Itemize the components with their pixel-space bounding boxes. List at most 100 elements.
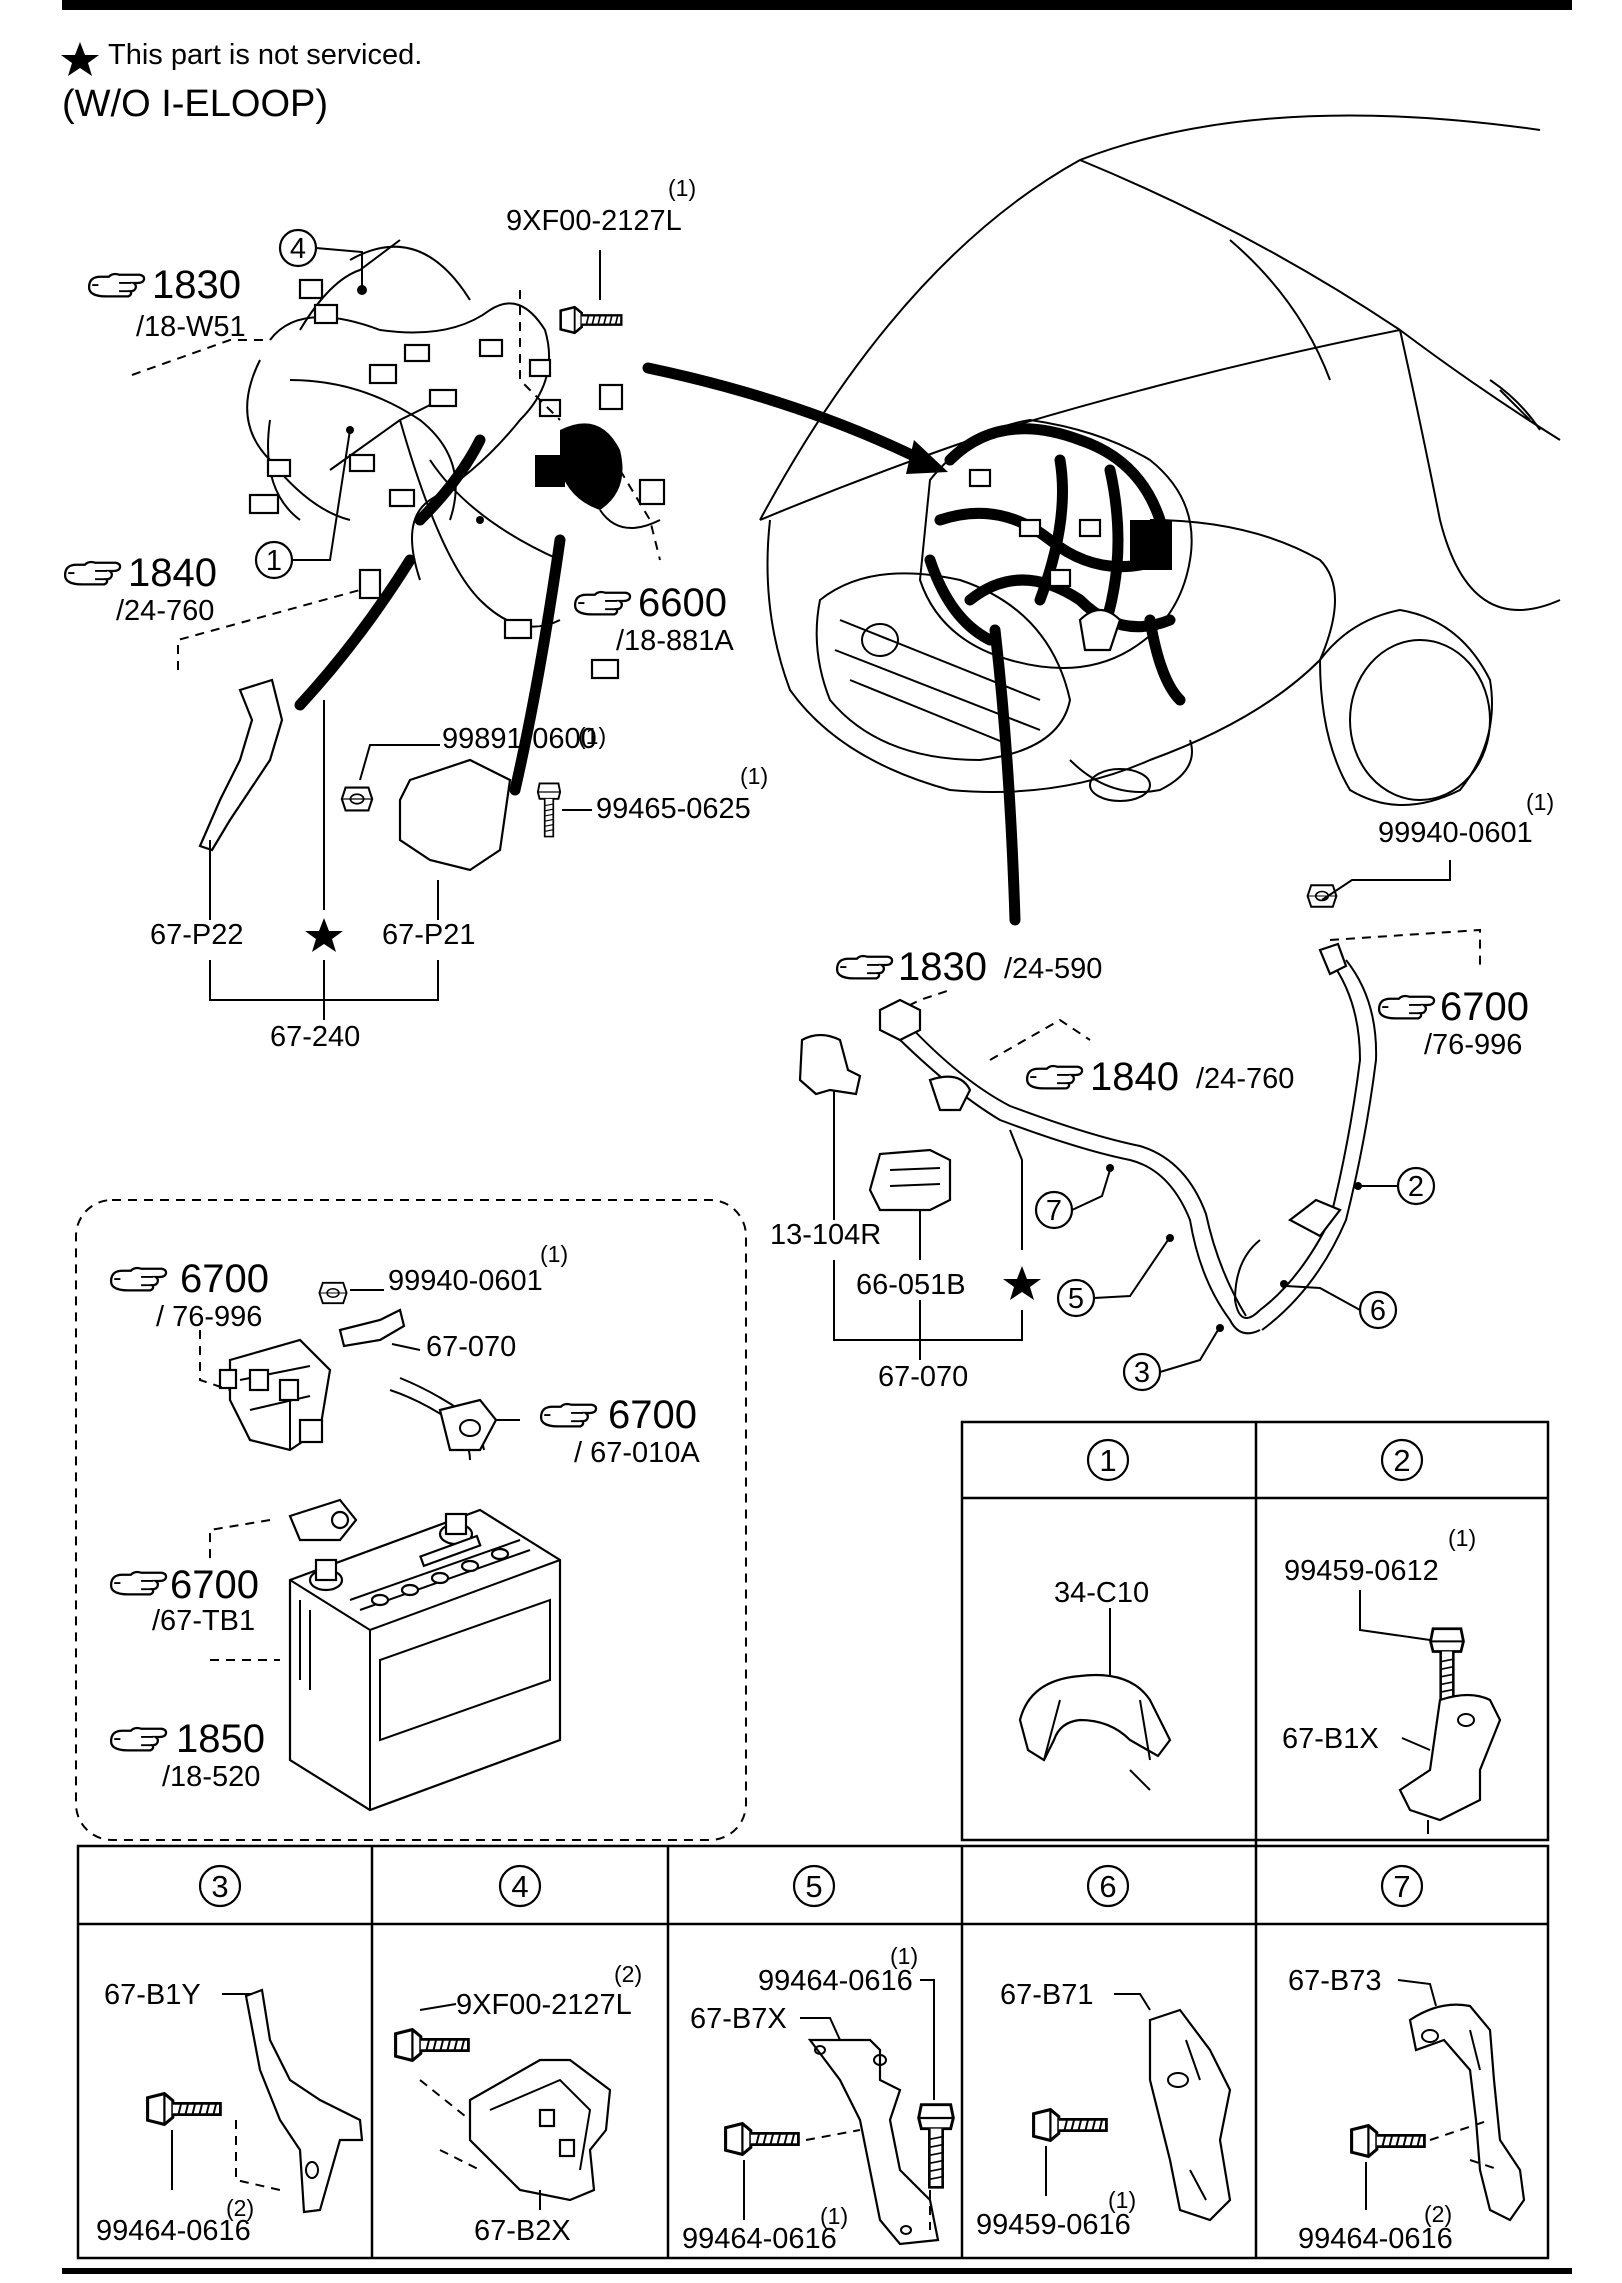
ref-sub: /18-520 [162,1761,260,1793]
detail-cell-7: 7 67-B73 (2) 99464-0616 [1288,1864,1526,2255]
part-label: 99464-0616 [1298,2223,1453,2255]
bracket-67-b1x [1398,1693,1502,1822]
battery [210,1508,562,1812]
qty-label: (1) [820,2203,848,2229]
ref-number: 6700 [1440,985,1529,1029]
callout-7: 7 [1034,1164,1114,1230]
reference-hand-icon [109,1266,168,1292]
bolt-99465-icon [536,782,562,838]
callout-number: 3 [1134,1357,1150,1389]
cell-number: 2 [1393,1443,1410,1478]
ref-sub: /24-760 [116,595,214,627]
part-label: 67-B1Y [104,1979,201,2011]
bracket-67-b73 [1408,2003,1526,2222]
part-label: 99940-0601 [388,1265,543,1297]
qty-label: (1) [1448,1525,1476,1551]
reference-hand-icon [1377,994,1436,1020]
detail-cell-6: 6 67-B71 (1) 99459-0616 [976,1864,1232,2241]
cell-number: 3 [211,1869,228,1904]
ref-sub: /76-996 [1424,1029,1522,1061]
header-variant: (W/O I-ELOOP) [62,83,328,125]
nut-99940-icon [318,1281,348,1305]
detail-table [76,1420,1550,2260]
part-label: 99464-0616 [758,1965,913,1997]
ref-number: 1830 [152,263,241,307]
ref-sub: / 67-010A [574,1437,700,1469]
fuse-box [199,1330,332,1452]
bolt-99464-icon [917,2103,955,2189]
clip-34-c10 [1018,1673,1172,1762]
qty-label: (1) [540,1241,568,1267]
cell-number: 7 [1393,1869,1410,1904]
part-label: 99891-0600 [442,723,597,755]
ref-sub: /24-590 [1004,953,1102,985]
part-label: 34-C10 [1054,1577,1149,1609]
qty-label: (1) [578,723,606,749]
ref-number: 6700 [608,1393,697,1437]
part-label: 67-P22 [150,919,244,951]
part-label-9xf00: 9XF00-2127L [506,205,682,237]
part-label: 9XF00-2127L [456,1989,632,2021]
star-icon [61,42,99,76]
part-label: 99464-0616 [96,2215,251,2247]
part-label: 67-B2X [474,2215,571,2247]
bolt-99464-icon [724,2122,800,2156]
part-label: 99459-0612 [1284,1555,1439,1587]
reference-hand-icon [1025,1064,1084,1090]
bolt-99464-icon [1350,2124,1426,2158]
nut-99940-icon [1306,884,1338,908]
reference-hand-icon [539,1402,598,1428]
bolt-99459-icon [1032,2108,1108,2142]
qty-label: (1) [890,1943,918,1969]
bracket-67-p21 [398,758,512,872]
ref-number: 1850 [176,1717,265,1761]
reference-hand-icon [109,1726,168,1752]
callout-number: 7 [1046,1195,1062,1227]
vehicle-front-illustration [759,114,1561,926]
callout-number: 2 [1408,1171,1424,1203]
ref-number: 1830 [898,945,987,989]
positive-cable-terminal [389,1377,520,1461]
engine-harness-group [131,239,666,680]
callout-number: 4 [290,233,306,265]
header-note: This part is not serviced. [108,39,422,71]
star-icon [305,918,343,952]
qty-label: (1) [740,763,768,789]
ref-sub: / 76-996 [156,1301,262,1333]
qty-label: (2) [226,2195,254,2221]
qty-label: (1) [1108,2187,1136,2213]
pointer-arrow [509,534,566,796]
part-label: 66-051B [856,1269,966,1301]
ref-sub: /18-881A [616,625,734,657]
part-label: 67-B1X [1282,1723,1379,1755]
callout-number: 5 [1068,1283,1084,1315]
part-label: 99464-0616 [682,2223,837,2255]
bracket-67-b1y [244,1988,364,2214]
cell-number: 4 [511,1869,528,1904]
bracket-67-p22 [198,678,284,852]
qty-label: (1) [668,175,696,201]
callout-6: 6 [1280,1280,1398,1330]
ref-number: 6600 [638,581,727,625]
part-label: 99459-0616 [976,2209,1131,2241]
star-icon [1003,1266,1041,1300]
fuse-66-051b [868,1148,952,1212]
part-label: 99465-0625 [596,793,751,825]
callout-3: 3 [1122,1324,1224,1392]
bracket-67-b71 [1148,2008,1232,2222]
ref-sub: /18-W51 [136,311,246,343]
part-label: 67-070 [426,1331,516,1363]
cell-number: 6 [1099,1869,1116,1904]
ref-number: 6700 [170,1563,259,1607]
detail-cell-5: 5 (1) 99464-0616 67-B7X (1) 99464-0616 [682,1864,955,2255]
part-label: 67-B7X [690,2003,787,2035]
sensor-13-104r [798,1033,862,1096]
pointer-arrow [642,362,928,466]
reference-hand-icon [835,954,894,980]
callout-number: 6 [1370,1295,1386,1327]
part-label: 67-B71 [1000,1979,1094,2011]
bracket-67-b7x [807,2038,940,2246]
part-label: 99940-0601 [1378,817,1533,849]
part-label: 67-B73 [1288,1965,1382,1997]
